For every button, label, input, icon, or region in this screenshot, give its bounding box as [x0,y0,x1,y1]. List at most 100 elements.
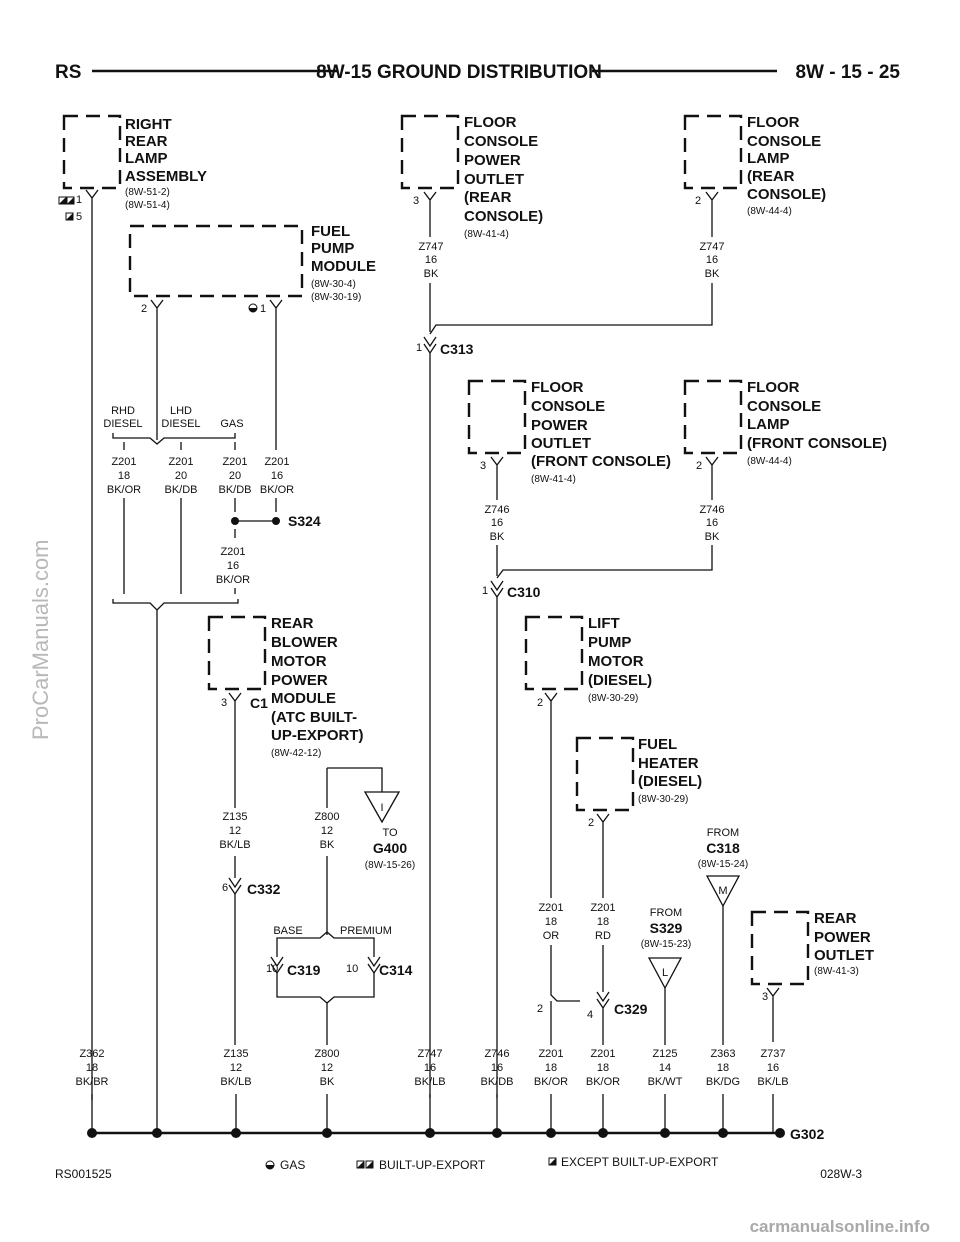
svg-text:DIESEL: DIESEL [161,418,200,430]
svg-text:(FRONT CONSOLE): (FRONT CONSOLE) [531,453,671,470]
svg-text:BK/LB: BK/LB [757,1076,788,1088]
svg-text:(8W-42-12): (8W-42-12) [271,748,321,759]
watermark-bottom: carmanualsonline.info [750,1217,930,1236]
fuel-heater-box [575,736,635,812]
svg-text:Z201: Z201 [220,546,245,558]
svg-text:20: 20 [175,470,187,482]
fuel-pump-module-box [128,224,304,298]
svg-text:CONSOLE: CONSOLE [531,398,605,415]
connector-c329-label: C329 [614,1001,648,1017]
svg-text:LAMP: LAMP [747,416,790,433]
svg-text:2: 2 [537,697,543,709]
connector-c314-label: C314 [379,962,413,978]
svg-text:(DIESEL): (DIESEL) [588,672,652,689]
svg-text:REAR: REAR [271,615,314,632]
svg-text:Z747: Z747 [699,241,724,253]
svg-text:BK/OR: BK/OR [586,1076,620,1088]
svg-text:3: 3 [221,697,227,709]
svg-text:BK: BK [705,531,720,543]
svg-text:Z746: Z746 [484,504,509,516]
legend-gas: GAS [280,1158,305,1172]
rear-blower-module-label: REAR BLOWER MOTOR POWER MODULE (ATC BUIL… [271,615,364,759]
svg-text:CONSOLE: CONSOLE [747,133,821,150]
svg-text:12: 12 [229,825,241,837]
svg-text:2: 2 [537,1003,543,1015]
header-page-number: 8W - 15 - 25 [795,62,900,83]
legend: GAS BUILT-UP-EXPORT EXCEPT BUILT-UP-EXPO… [265,1155,719,1172]
right-rear-lamp-label: RIGHT REAR LAMP ASSEMBLY (8W-51-2) (8W-5… [125,116,207,211]
svg-text:16: 16 [706,517,718,529]
svg-text:10: 10 [346,963,358,975]
svg-text:3: 3 [413,195,419,207]
svg-text:FLOOR: FLOOR [464,114,517,131]
connector-c313-label: C313 [440,341,474,357]
svg-text:BK/WT: BK/WT [648,1076,683,1088]
splice-s324-label: S324 [288,513,321,529]
svg-text:BASE: BASE [273,925,302,937]
lift-pump-motor-label: LIFT PUMP MOTOR (DIESEL) (8W-30-29) [588,615,652,704]
svg-text:REAR: REAR [125,133,168,150]
svg-text:Z201: Z201 [111,456,136,468]
svg-text:14: 14 [659,1062,671,1074]
svg-text:PREMIUM: PREMIUM [340,925,392,937]
diesel-gas-branch: RHD DIESEL LHD DIESEL GAS [103,405,280,1133]
svg-text:3: 3 [762,991,768,1003]
svg-text:C318: C318 [706,840,740,856]
svg-text:(8W-30-29): (8W-30-29) [588,693,638,704]
floor-console-lamp-rear-box [683,114,743,190]
svg-text:Z201: Z201 [538,902,563,914]
svg-text:Z201: Z201 [222,456,247,468]
offpage-feeds [647,875,741,1045]
svg-text:18: 18 [597,916,609,928]
svg-text:MOTOR: MOTOR [588,653,644,670]
svg-text:BK: BK [490,531,505,543]
connector-c310-label: C310 [507,584,541,600]
svg-text:12: 12 [230,1062,242,1074]
console-wiring [423,283,713,1098]
svg-text:16: 16 [767,1062,779,1074]
svg-text:2: 2 [588,817,594,829]
svg-text:BK/LB: BK/LB [220,1076,251,1088]
svg-text:16: 16 [491,517,503,529]
svg-text:OUTLET: OUTLET [531,435,591,452]
floor-console-outlet-rear-box [400,114,460,190]
floor-console-lamp-front-box [683,379,743,455]
header-title: 8W-15 GROUND DISTRIBUTION [316,62,602,83]
svg-text:LAMP: LAMP [747,150,790,167]
header-left: RS [55,62,81,83]
svg-text:FLOOR: FLOOR [747,114,800,131]
svg-text:BK: BK [705,268,720,280]
svg-text:10: 10 [266,963,278,975]
footer-code: 028W-3 [820,1167,862,1181]
z800-wiring [270,767,401,1045]
svg-text:18: 18 [545,1062,557,1074]
svg-text:BK/LB: BK/LB [414,1076,445,1088]
svg-text:CONSOLE: CONSOLE [464,133,538,150]
svg-text:(8W-41-4): (8W-41-4) [464,229,509,240]
svg-text:Z201: Z201 [264,456,289,468]
svg-text:Z747: Z747 [418,241,443,253]
svg-text:TO: TO [382,827,398,839]
svg-text:POWER: POWER [464,152,521,169]
svg-text:(8W-15-23): (8W-15-23) [641,939,691,950]
watermark-side: ProCarManuals.com [28,539,53,740]
svg-text:16: 16 [491,1062,503,1074]
svg-text:18: 18 [118,470,130,482]
svg-text:OUTLET: OUTLET [814,947,874,964]
svg-text:BK/DB: BK/DB [480,1076,513,1088]
svg-text:1: 1 [482,585,488,597]
svg-text:FROM: FROM [707,827,739,839]
svg-text:MODULE: MODULE [271,690,336,707]
connector-c332-label: C332 [247,881,281,897]
ground-bus-g302 [87,1094,785,1138]
svg-text:BK/OR: BK/OR [534,1076,568,1088]
floor-console-outlet-front-label: FLOOR CONSOLE POWER OUTLET (FRONT CONSOL… [531,379,671,485]
svg-text:RIGHT: RIGHT [125,116,172,133]
legend-built-up-export: BUILT-UP-EXPORT [379,1158,486,1172]
svg-text:Z201: Z201 [590,902,615,914]
lift-pump-motor-box [524,615,584,691]
svg-text:18: 18 [545,916,557,928]
svg-text:REAR: REAR [814,910,857,927]
svg-text:POWER: POWER [531,417,588,434]
